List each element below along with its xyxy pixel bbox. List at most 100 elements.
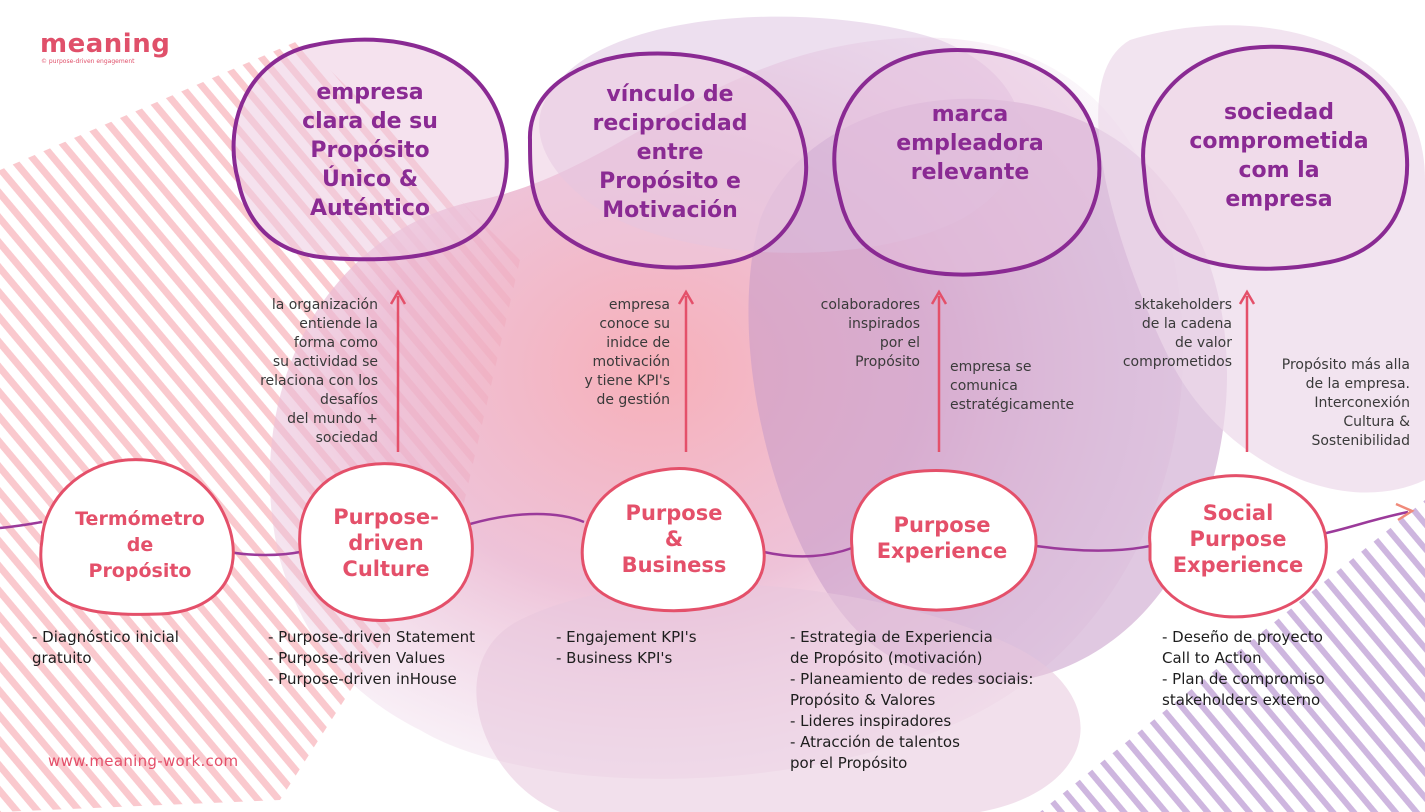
description-line: sociedad [315, 430, 378, 446]
deliverable-line: - Deseño de proyecto [1162, 628, 1323, 646]
stage-line: Social [1202, 501, 1274, 525]
stage-line: de [126, 534, 154, 556]
deliverable-line: stakeholders externo [1162, 691, 1321, 709]
description-line: Interconexión [1314, 395, 1410, 411]
stage-line: Culture [342, 557, 430, 581]
website-link[interactable]: www.meaning-work.com [48, 752, 239, 770]
outcome-line: empleadora [896, 131, 1044, 156]
outcome-1: empresa clara de su Propósito Único & Au… [260, 78, 480, 223]
description-line: desafíos [319, 392, 378, 408]
outcome-line: sociedad [1223, 100, 1335, 125]
outcome-line: Único & [321, 167, 419, 192]
description-line: de valor [1174, 335, 1232, 351]
description-line: Propósito más alla [1281, 357, 1410, 373]
deliverables-1: - Diagnóstico inicial gratuito [32, 627, 232, 669]
description-5: sktakeholders de la cadena de valor comp… [1090, 296, 1232, 372]
deliverables-5: - Deseño de proyecto Call to Action - Pl… [1162, 627, 1392, 711]
description-line: del mundo + [287, 411, 378, 427]
deliverable-line: - Business KPI's [556, 649, 673, 667]
stage-4: Purpose Experience [852, 512, 1032, 564]
timeline-line [0, 510, 1409, 558]
deliverable-line: Propósito & Valores [790, 691, 936, 709]
description-line: Sostenibilidad [1311, 433, 1410, 449]
outcome-line: Propósito e [599, 169, 741, 194]
stage-blob-4 [850, 469, 1038, 612]
outcome-blob-2 [527, 51, 809, 270]
description-2: empresa conoce su inidce de motivación y… [560, 296, 670, 410]
stage-line: Purpose- [333, 505, 439, 529]
logo-tagline: © purpose-driven engagement [41, 58, 135, 65]
deliverable-line: - Engajement KPI's [556, 628, 697, 646]
stage-line: Experience [876, 539, 1008, 563]
stage-blob-3 [580, 467, 766, 613]
stage-line: Purpose [893, 513, 991, 537]
outcome-line: vínculo de [606, 82, 734, 107]
description-line: inidce de [606, 335, 670, 351]
up-arrows [389, 289, 1256, 452]
description-line: Propósito [855, 354, 920, 370]
stage-3: Purpose & Business [584, 500, 764, 578]
stage-line: driven [348, 531, 424, 555]
stage-line: Propósito [88, 560, 192, 582]
description-line: la organización [271, 297, 378, 313]
deliverable-line: - Purpose-driven inHouse [268, 670, 457, 688]
stage-blob-2 [298, 462, 474, 622]
description-line: de gestión [596, 392, 670, 408]
outcome-2: vínculo de reciprocidad entre Propósito … [560, 80, 780, 225]
outcome-line: com la [1238, 158, 1320, 183]
description-line: relaciona con los [260, 373, 378, 389]
description-line: sktakeholders [1134, 297, 1232, 313]
deliverables-4: - Estrategia de Experiencia de Propósito… [790, 627, 1090, 774]
description-6: Propósito más alla de la empresa. Interc… [1256, 356, 1410, 451]
outcome-line: relevante [910, 160, 1030, 185]
description-line: entiende la [299, 316, 378, 332]
deliverable-line: gratuito [32, 649, 92, 667]
description-line: de la cadena [1141, 316, 1232, 332]
arrowhead-right [1395, 502, 1415, 522]
description-line: empresa se [950, 359, 1032, 375]
logo: meaning © purpose-driven engagement [40, 30, 170, 66]
description-line: de la empresa. [1305, 376, 1410, 392]
deliverable-line: por el Propósito [790, 754, 908, 772]
description-line: empresa [608, 297, 670, 313]
stage-1: Termómetro de Propósito [50, 506, 230, 584]
outcome-blob-3 [832, 48, 1102, 277]
outcome-line: Motivación [602, 198, 738, 223]
outcome-line: comprometida [1189, 129, 1369, 154]
stage-5: Social Purpose Experience [1150, 500, 1326, 578]
description-line: estratégicamente [950, 397, 1075, 413]
deliverable-line: - Planeamiento de redes sociais: [790, 670, 1034, 688]
description-1: la organización entiende la forma como s… [228, 296, 378, 448]
description-line: Cultura & [1343, 414, 1410, 430]
blob-pale-bottom [476, 583, 1081, 812]
deliverable-line: Call to Action [1162, 649, 1262, 667]
outcome-line: reciprocidad [592, 111, 748, 136]
outcome-line: Auténtico [309, 196, 430, 221]
logo-wordmark: meaning [40, 29, 171, 59]
deliverables-2: - Purpose-driven Statement - Purpose-dri… [268, 627, 538, 690]
deliverable-line: - Diagnóstico inicial [32, 628, 179, 646]
stage-line: Purpose [625, 501, 723, 525]
description-line: por el [879, 335, 920, 351]
deliverable-line: de Propósito (motivación) [790, 649, 983, 667]
description-line: conoce su [599, 316, 670, 332]
description-line: colaboradores [820, 297, 920, 313]
outcome-line: empresa [316, 80, 424, 105]
outcome-line: clara de su [302, 109, 438, 134]
description-line: comprometidos [1122, 354, 1232, 370]
stage-line: Experience [1172, 553, 1304, 577]
description-line: y tiene KPI's [584, 373, 670, 389]
outcome-4: sociedad comprometida com la empresa [1164, 98, 1394, 214]
hatch-right [1040, 500, 1425, 812]
description-4: empresa se comunica estratégicamente [950, 358, 1100, 415]
stage-2: Purpose- driven Culture [300, 504, 472, 582]
deliverables-3: - Engajement KPI's - Business KPI's [556, 627, 736, 669]
deliverable-line: - Purpose-driven Values [268, 649, 446, 667]
deliverable-line: - Estrategia de Experiencia [790, 628, 993, 646]
outcome-blob-4 [1141, 44, 1410, 271]
outcome-line: Propósito [310, 138, 430, 163]
outcome-3: marca empleadora relevante [860, 100, 1080, 187]
outcome-blob-1 [231, 37, 509, 262]
outcome-line: marca [931, 102, 1009, 127]
